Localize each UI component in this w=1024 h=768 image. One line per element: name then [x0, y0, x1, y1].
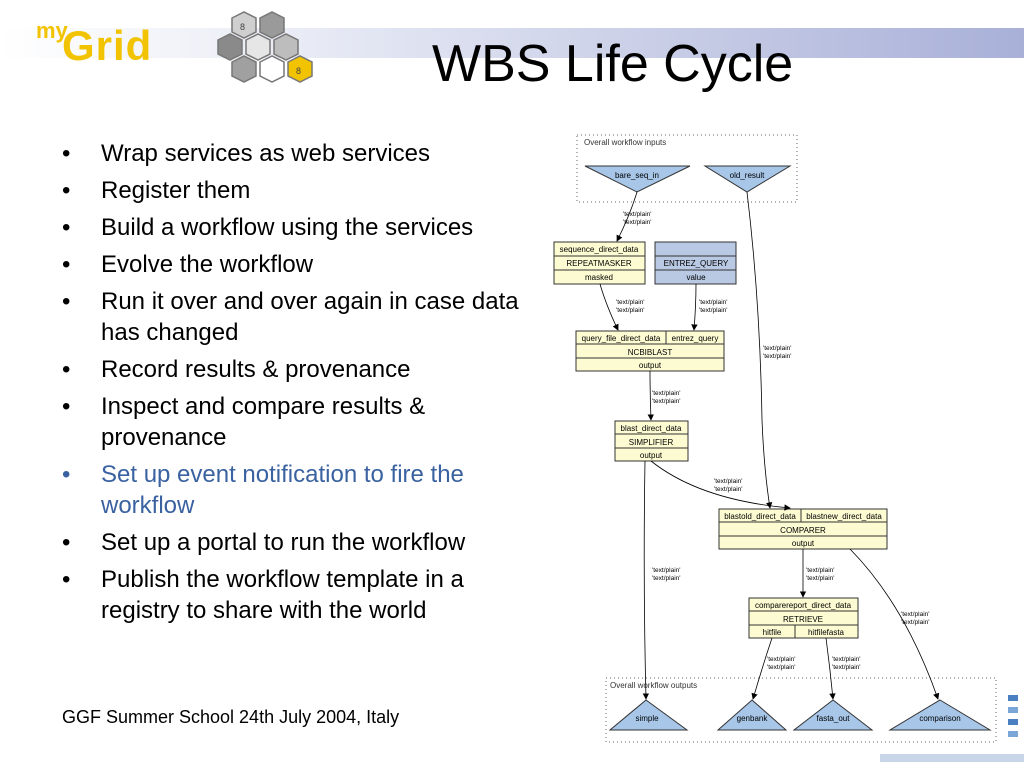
edge [751, 637, 773, 700]
processor-output-port: output [640, 451, 663, 460]
processor-output-port: value [686, 273, 706, 282]
edge-label: 'text/plain' [714, 478, 743, 485]
edge-label: 'text/plain' [652, 575, 681, 582]
edge-label: 'text/plain' [623, 219, 652, 226]
processor-input-port: sequence_direct_data [560, 245, 639, 254]
processor-name: SIMPLIFIER [629, 438, 674, 447]
logo-grid-text: Grid [62, 22, 153, 69]
edge-label: 'text/plain' [763, 353, 792, 360]
bullet-item: Build a workflow using the services [62, 212, 547, 243]
processor-comparer: blastold_direct_data blastnew_direct_dat… [718, 508, 888, 550]
edge [650, 460, 791, 511]
edge-label: 'text/plain' [616, 299, 645, 306]
input-port-bare-seq-in [584, 165, 691, 193]
edge [691, 283, 698, 331]
bullet-item: Record results & provenance [62, 354, 547, 385]
svg-text:8: 8 [296, 66, 301, 76]
bullet-item: Publish the workflow template in a regis… [62, 564, 547, 626]
bullet-item-highlighted: Set up event notification to fire the wo… [62, 459, 547, 521]
bullet-item: Set up a portal to run the workflow [62, 527, 547, 558]
processor-simplifier: blast_direct_data SIMPLIFIER output [614, 420, 689, 462]
edge-label: 'text/plain' [767, 656, 796, 663]
processor-retrieve: comparereport_direct_data RETRIEVE hitfi… [748, 597, 859, 639]
decoration-bar [880, 754, 1024, 762]
output-port-label: simple [635, 714, 659, 723]
edge-label: 'text/plain' [767, 664, 796, 671]
output-port-label: fasta_out [817, 714, 851, 723]
edge-label: 'text/plain' [714, 486, 743, 493]
edge-label: 'text/plain' [806, 575, 835, 582]
processor-input-port: blastold_direct_data [724, 512, 796, 521]
bullet-item: Register them [62, 175, 547, 206]
output-port-fasta-out [792, 699, 874, 731]
hexagon-cluster-icon: 8 8 [217, 11, 313, 83]
processor-name: REPEATMASKER [566, 259, 631, 268]
processor-output-port: output [639, 361, 662, 370]
title-banner [0, 28, 1024, 58]
processor-output-port: hitfilefasta [808, 628, 845, 637]
processor-name: NCBIBLAST [628, 348, 673, 357]
processor-input-port: blast_direct_data [621, 424, 682, 433]
processor-name: ENTREZ_QUERY [664, 259, 729, 268]
output-port-genbank [716, 699, 788, 731]
mygrid-logo: my Grid 8 8 [36, 10, 326, 95]
output-port-comparison [888, 699, 992, 731]
workflow-diagram: Overall workflow inputs bare_seq_in old_… [553, 134, 997, 743]
processor-entrez-query: ENTREZ_QUERY value [654, 241, 737, 285]
processor-output-port: hitfile [763, 628, 782, 637]
processor-input-port: query_file_direct_data [582, 334, 661, 343]
edge-label: 'text/plain' [806, 567, 835, 574]
footer-text: GGF Summer School 24th July 2004, Italy [62, 707, 400, 727]
output-port-label: genbank [737, 714, 769, 723]
processor-input-port: entrez_query [672, 334, 719, 343]
processor-name: COMPARER [780, 526, 826, 535]
edge-label: 'text/plain' [699, 307, 728, 314]
processor-repeatmasker: sequence_direct_data REPEATMASKER masked [553, 241, 646, 285]
processor-input-port: blastnew_direct_data [806, 512, 882, 521]
input-port-label: old_result [730, 171, 765, 180]
edge-label: 'text/plain' [623, 211, 652, 218]
input-port-old-result [703, 165, 792, 193]
bullet-item: Inspect and compare results & provenance [62, 391, 547, 453]
edge [746, 191, 773, 509]
edge [616, 191, 638, 242]
slide-title: WBS Life Cycle [432, 35, 794, 93]
bullet-item: Evolve the workflow [62, 249, 547, 280]
edge-label: 'text/plain' [901, 611, 930, 618]
edge-label: 'text/plain' [832, 656, 861, 663]
processor-ncbiblast: query_file_direct_data entrez_query NCBI… [575, 330, 725, 372]
workflow-inputs-label: Overall workflow inputs [584, 138, 666, 147]
workflow-inputs-cluster [576, 134, 798, 203]
logo-my-text: my [36, 18, 68, 43]
edge-label: 'text/plain' [901, 619, 930, 626]
decoration-stripes [1008, 695, 1018, 737]
svg-text:8: 8 [240, 22, 245, 32]
output-port-label: comparison [919, 714, 960, 723]
edge-label: 'text/plain' [652, 567, 681, 574]
bullet-item: Run it over and over again in case data … [62, 286, 547, 348]
edge-label: 'text/plain' [652, 390, 681, 397]
edge-label: 'text/plain' [616, 307, 645, 314]
edge [599, 283, 619, 331]
processor-output-port: output [792, 539, 815, 548]
processor-name: RETRIEVE [783, 615, 823, 624]
bullet-list: Wrap services as web services Register t… [62, 138, 547, 632]
edge [825, 637, 836, 700]
output-port-simple [608, 699, 689, 731]
edge-label: 'text/plain' [763, 345, 792, 352]
workflow-outputs-cluster [605, 677, 997, 743]
bullet-item: Wrap services as web services [62, 138, 547, 169]
edge [849, 548, 940, 700]
edge-label: 'text/plain' [699, 299, 728, 306]
input-port-label: bare_seq_in [615, 171, 659, 180]
edge [647, 370, 654, 421]
processor-input-port: comparereport_direct_data [755, 601, 852, 610]
processor-output-port: masked [585, 273, 613, 282]
edge-label: 'text/plain' [832, 664, 861, 671]
workflow-outputs-label: Overall workflow outputs [610, 681, 697, 690]
edge [642, 460, 650, 700]
edge-label: 'text/plain' [652, 398, 681, 405]
